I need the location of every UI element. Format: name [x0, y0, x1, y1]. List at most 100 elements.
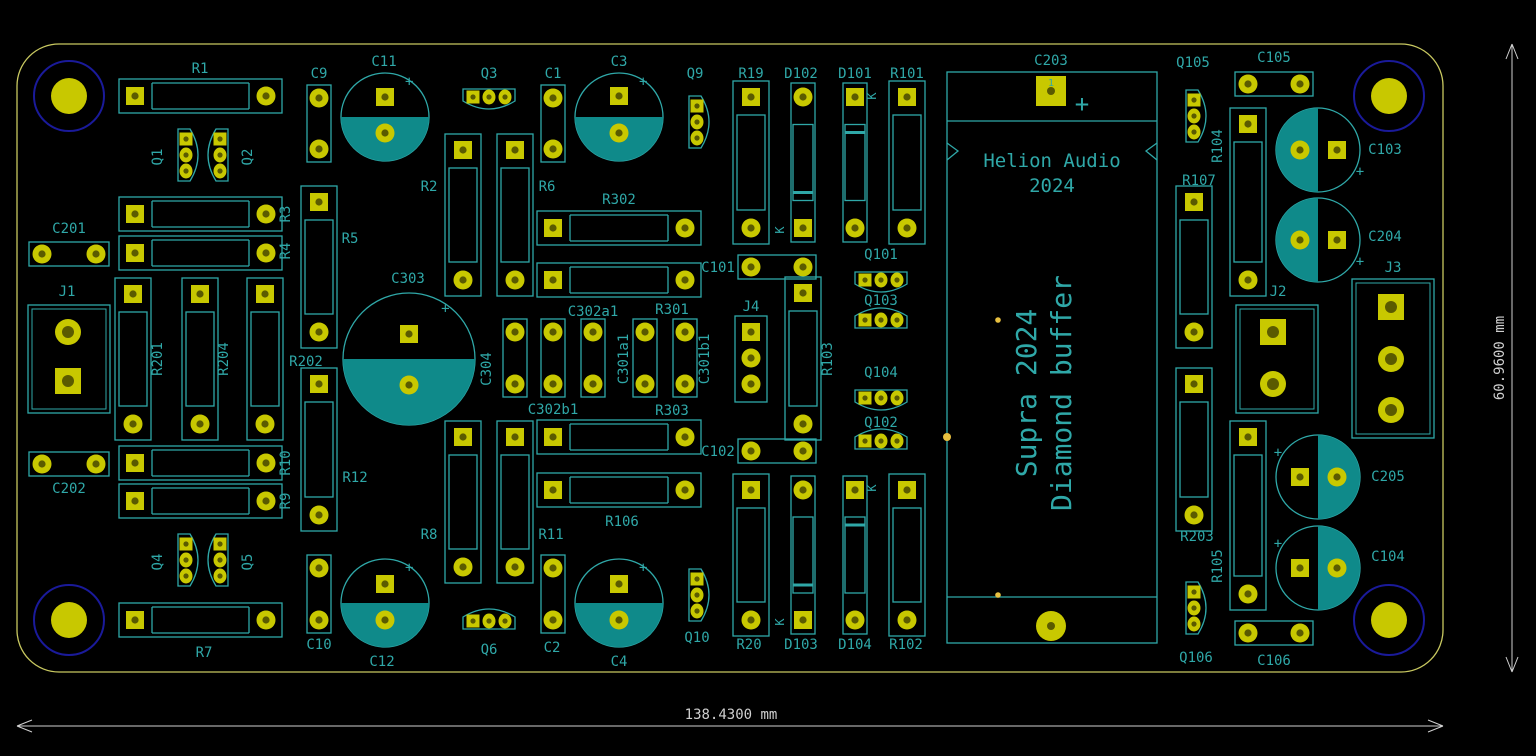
resistor-r201 — [114, 277, 152, 441]
ref-q6: Q6 — [481, 642, 498, 658]
resistor-r103 — [784, 276, 822, 441]
ref-r103: R103 — [820, 342, 836, 376]
capacitor-c201 — [28, 241, 110, 267]
ref-r12: R12 — [342, 470, 367, 486]
cathode-mark: K — [773, 226, 787, 234]
ref-r203: R203 — [1180, 529, 1214, 545]
ref-c11: C11 — [371, 54, 396, 70]
transistor-q1 — [177, 128, 199, 182]
diode-d103 — [790, 475, 816, 635]
capacitor-c302b1 — [540, 318, 566, 398]
ref-r5: R5 — [342, 231, 359, 247]
mounting-hole — [1353, 584, 1425, 656]
capacitor-c9 — [306, 84, 332, 163]
plus-mark: + — [1274, 445, 1282, 461]
mounting-hole — [33, 584, 105, 656]
resistor-r302 — [536, 210, 702, 246]
transistor-q4 — [177, 533, 199, 587]
ref-r10: R10 — [278, 450, 294, 475]
ref-q101: Q101 — [864, 247, 898, 263]
transistor-q10 — [688, 568, 710, 622]
capacitor-c102 — [737, 438, 817, 464]
ref-r102: R102 — [889, 637, 923, 653]
resistor-r12 — [300, 367, 338, 532]
ref-r204: R204 — [216, 342, 232, 376]
connector-j1 — [27, 304, 111, 414]
resistor-r105 — [1229, 420, 1267, 611]
ref-r105: R105 — [1210, 549, 1226, 583]
ref-r303: R303 — [655, 403, 689, 419]
project-title: Supra 2024 — [1010, 309, 1043, 478]
ref-c9: C9 — [311, 66, 328, 82]
resistor-r2 — [444, 133, 482, 297]
ref-c204: C204 — [1368, 229, 1402, 245]
ref-c2: C2 — [544, 640, 561, 656]
fiducial-dot — [995, 317, 1001, 323]
ref-q2: Q2 — [240, 149, 256, 166]
ref-q102: Q102 — [864, 415, 898, 431]
capacitor-c2 — [540, 554, 566, 634]
ref-r302: R302 — [602, 192, 636, 208]
board-edge — [16, 43, 1444, 673]
ref-r4: R4 — [278, 243, 294, 260]
resistor-r7 — [118, 602, 283, 638]
brand-text: Helion Audio — [983, 150, 1120, 172]
buffer-module-outline — [943, 71, 1158, 644]
resistor-r303 — [536, 419, 702, 455]
ref-j4: J4 — [743, 299, 760, 315]
capacitor-c202 — [28, 451, 110, 477]
resistor-r301 — [536, 262, 702, 298]
ref-c101: C101 — [701, 260, 735, 276]
capacitor-c12 — [340, 558, 430, 648]
transistor-q102 — [854, 428, 908, 450]
ref-q104: Q104 — [864, 365, 898, 381]
cathode-mark: K — [865, 92, 879, 100]
capacitor-c3 — [574, 72, 664, 162]
pad-number: 1 — [1048, 78, 1054, 89]
diode-d102 — [790, 82, 816, 243]
ref-r202: R202 — [289, 354, 323, 370]
plus-mark: + — [1274, 536, 1282, 552]
transistor-q2 — [207, 128, 229, 182]
plus-mark: + — [1356, 164, 1364, 180]
resistor-r4 — [118, 235, 283, 271]
ref-c201: C201 — [52, 221, 86, 237]
dimension-height-label: 60.9600 mm — [1492, 316, 1508, 400]
resistor-r10 — [118, 445, 283, 481]
ref-r19: R19 — [738, 66, 763, 82]
ref-r1: R1 — [192, 61, 209, 77]
transistor-q101 — [854, 271, 908, 293]
ref-c205: C205 — [1371, 469, 1405, 485]
capacitor-c101 — [737, 254, 817, 280]
fiducial-dot — [943, 433, 951, 441]
resistor-r6 — [496, 133, 534, 297]
board-outline — [16, 43, 1444, 673]
ref-d103: D103 — [784, 637, 818, 653]
resistor-r11 — [496, 420, 534, 584]
dimension-width-label: 138.4300 mm — [685, 707, 778, 723]
resistor-r101 — [888, 80, 926, 245]
dimension-lines — [16, 43, 1519, 733]
ref-r201: R201 — [150, 342, 166, 376]
plus-mark: + — [639, 560, 647, 576]
plus-mark: + — [405, 560, 413, 576]
ref-r106: R106 — [605, 514, 639, 530]
connector-j2 — [1235, 304, 1319, 414]
cathode-mark: K — [773, 618, 787, 626]
capacitor-c1 — [540, 84, 566, 163]
ref-d102: D102 — [784, 66, 818, 82]
plus-mark: + — [639, 74, 647, 90]
ref-c303: C303 — [391, 271, 425, 287]
capacitor-c301b1 — [672, 318, 698, 398]
ref-q4: Q4 — [150, 554, 166, 571]
transistor-q9 — [688, 95, 710, 149]
mounting-holes — [33, 60, 1425, 656]
ref-r2: R2 — [421, 179, 438, 195]
ref-c103: C103 — [1368, 142, 1402, 158]
capacitor-c11 — [340, 72, 430, 162]
ref-r7: R7 — [196, 645, 213, 661]
plus-mark: + — [1356, 254, 1364, 270]
transistor-q105 — [1185, 89, 1207, 143]
project-subtitle: Diamond buffer — [1045, 275, 1078, 511]
